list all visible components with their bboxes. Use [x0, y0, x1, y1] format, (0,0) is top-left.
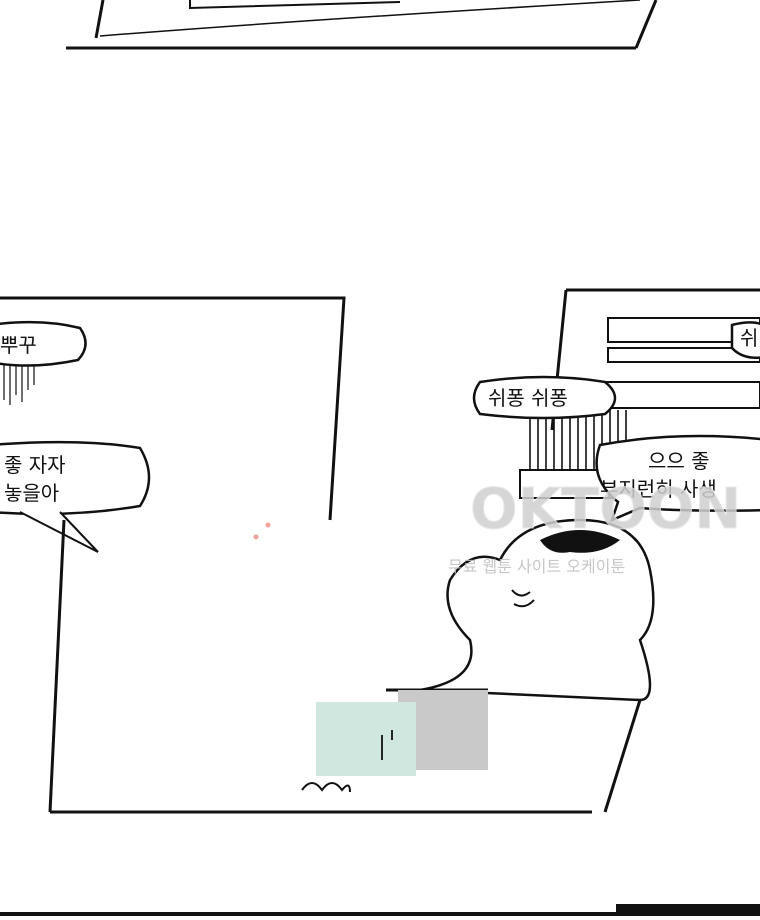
bubble-small-text: 쉬퐁 쉬퐁 — [488, 386, 568, 410]
speech-bubble-top: 뿌꾸 — [0, 320, 87, 367]
bubble-mid-line1: 좋 자자 — [4, 453, 66, 477]
left-panel: 뿌꾸 좋 자자 놓을아 — [0, 296, 346, 553]
bubble-top-text: 뿌꾸 — [0, 333, 37, 357]
watermark-tagline: 무료 웹툰 사이트 오케이툰 — [448, 557, 625, 576]
speech-bubble-small: 쉬퐁 쉬퐁 — [472, 375, 617, 420]
speed-lines — [3, 365, 35, 405]
watermark: OKTOON 무료 웹툰 사이트 오케이툰 — [448, 477, 742, 577]
sound-effect — [519, 317, 760, 499]
speech-bubble-corner: 쉬 — [730, 321, 760, 359]
bottom-strip — [0, 904, 760, 916]
character — [386, 518, 655, 702]
bubble-main-line1: 으으 좋 — [648, 449, 710, 473]
speech-bubble-mid: 좋 자자 놓을아 — [0, 440, 151, 553]
cup — [301, 690, 488, 793]
bubble-corner-text: 쉬 — [740, 326, 758, 350]
speech-bubble-main: 으으 좋 부지런히 사생 — [595, 434, 760, 523]
bubble-mid-line2: 놓을아 — [4, 481, 59, 505]
watermark-brand: OKTOON — [470, 477, 741, 542]
top-panel — [66, 0, 658, 50]
bubble-main-line2: 부지런히 사생 — [600, 477, 717, 501]
lower-frame — [48, 519, 592, 814]
right-panel: 쉬퐁 쉬퐁 쉬 으으 좋 부지런히 사생 — [386, 288, 760, 813]
blush-marks — [253, 522, 271, 540]
